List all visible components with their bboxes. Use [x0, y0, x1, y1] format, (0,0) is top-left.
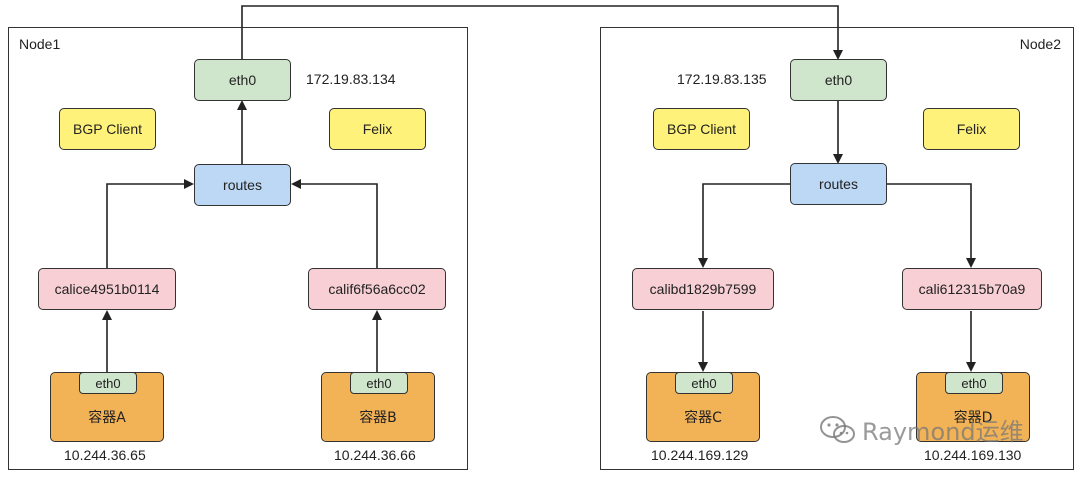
- node1-container-b: eth0 容器B: [321, 372, 435, 442]
- link-node2-routes-cali-left: [698, 183, 790, 268]
- link-eth0-to-eth0: [241, 5, 843, 60]
- node2-eth0-ip: 172.19.83.135: [677, 71, 767, 87]
- node2-felix: Felix: [923, 108, 1020, 150]
- node1-routes: routes: [194, 164, 291, 206]
- container-d-ip: 10.244.169.130: [924, 447, 1022, 463]
- node1-eth0-ip: 172.19.83.134: [306, 71, 396, 87]
- link-node2-routes-cali-right: [886, 183, 976, 268]
- node2-cali-left: calibd1829b7599: [632, 268, 774, 310]
- link-node1-cali-right-routes: [291, 179, 378, 268]
- node2-bgp-client: BGP Client: [653, 108, 750, 150]
- container-d-name: 容器D: [953, 410, 993, 426]
- container-c-name: 容器C: [684, 410, 722, 426]
- watermark: Raymond运维: [818, 412, 1024, 447]
- node2-container-d: eth0 容器D: [916, 372, 1030, 442]
- container-b-name: 容器B: [359, 410, 397, 426]
- container-b-ip: 10.244.36.66: [334, 447, 416, 463]
- node2-eth0: eth0: [790, 59, 887, 101]
- container-a-name: 容器A: [88, 410, 126, 426]
- watermark-text: Raymond运维: [862, 418, 1024, 446]
- container-d-eth0: eth0: [945, 372, 1003, 394]
- node2-cali-right: cali612315b70a9: [902, 268, 1042, 310]
- container-a-eth0: eth0: [79, 372, 137, 394]
- node1-eth0: eth0: [194, 59, 291, 101]
- node2-routes: routes: [790, 163, 887, 205]
- container-a-ip: 10.244.36.65: [64, 447, 146, 463]
- container-c-eth0: eth0: [675, 372, 733, 394]
- node1-cali-left: calice4951b0114: [38, 268, 176, 310]
- container-b-eth0: eth0: [350, 372, 408, 394]
- node2-label: Node2: [1019, 36, 1061, 52]
- node1-label: Node1: [19, 36, 61, 52]
- container-c-ip: 10.244.169.129: [651, 447, 749, 463]
- node1-felix: Felix: [329, 108, 426, 150]
- node2-container-c: eth0 容器C: [646, 372, 760, 442]
- node1-bgp-client: BGP Client: [59, 108, 156, 150]
- wechat-icon: [820, 415, 855, 443]
- link-node1-cali-left-routes: [106, 179, 194, 268]
- node1-cali-right: calif6f56a6cc02: [308, 268, 446, 310]
- node1-container-a: eth0 容器A: [50, 372, 164, 442]
